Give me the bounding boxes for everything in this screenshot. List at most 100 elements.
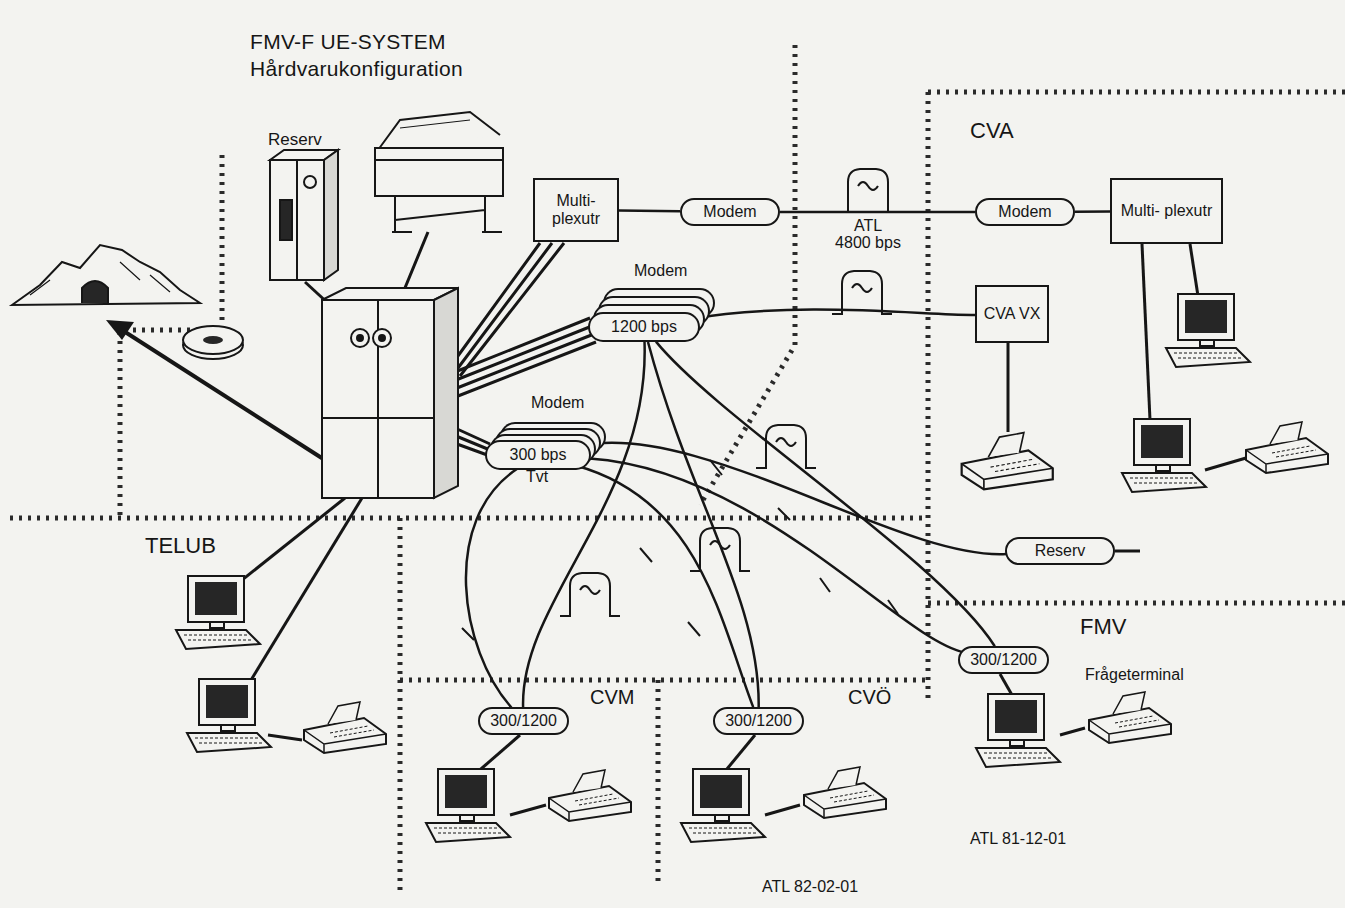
main-computer: [373, 329, 391, 347]
region-label: ATL 81-12-01: [970, 830, 1066, 848]
modem-stack: Modem 1200 bps: [588, 262, 700, 342]
region-label: FMV: [1080, 614, 1126, 639]
region-boundary: [926, 92, 931, 700]
modem-oval: 300/1200: [958, 646, 1049, 674]
modem-oval: Reserv: [1005, 537, 1115, 565]
terminal: [976, 694, 1060, 767]
telephone-line: [619, 209, 680, 212]
wires: [232, 498, 345, 588]
teleprinter: [804, 767, 886, 818]
terminal: [1166, 294, 1250, 367]
region-label: Tvt: [526, 468, 548, 486]
reserve-computer: [280, 200, 292, 240]
transfer-arrow: [106, 320, 134, 340]
teleprinter: [304, 702, 386, 753]
wires: [1205, 458, 1246, 470]
mountain-archive: [30, 262, 170, 295]
node-heading: Modem: [634, 262, 700, 280]
node-text: Multi- plexutr: [1121, 202, 1213, 220]
wires: [455, 243, 564, 376]
line-printer: [378, 112, 500, 150]
node-text: CVA VX: [984, 305, 1041, 323]
node-text: 300/1200: [490, 712, 557, 730]
node-heading: Modem: [531, 394, 591, 412]
wires: [1115, 550, 1140, 553]
transfer-arrow: [183, 326, 243, 354]
wires: [232, 232, 1246, 815]
teleprinter: [962, 433, 1053, 490]
teleprinter: [1246, 422, 1328, 473]
line-ticks: [462, 460, 898, 640]
terminal: [176, 576, 260, 649]
region-label: CVA: [970, 118, 1014, 143]
device-box: Multi- plexutr: [533, 178, 619, 242]
reserve-computer: [270, 160, 324, 280]
telephone-line: [780, 211, 975, 214]
wires: [1007, 343, 1010, 432]
telephone-line: [656, 342, 995, 647]
wires: [1000, 674, 1012, 695]
main-computer: [357, 335, 363, 341]
modem-oval: 300 bps: [485, 440, 591, 470]
device-box: CVA VX: [975, 285, 1049, 343]
region-label: Reserv: [268, 130, 322, 150]
wires: [1142, 244, 1150, 420]
reserve-computer: [296, 160, 298, 280]
region-label: ATL 82-02-01: [762, 878, 858, 896]
node-text: Modem: [998, 203, 1051, 221]
node-text: Multi- plexutr: [541, 192, 611, 228]
terminal: [681, 769, 765, 842]
terminal: [176, 294, 1250, 842]
region-boundary: [700, 45, 795, 505]
terminal: [426, 769, 510, 842]
region-label: CVM: [590, 686, 634, 709]
region-boundary: [656, 680, 661, 885]
teleprinter: [549, 770, 631, 821]
main-computer: [322, 300, 434, 498]
telephone-line: [648, 342, 759, 707]
transfer-arrow: [106, 320, 328, 462]
telephone-line: [523, 342, 645, 707]
main-computer: [434, 288, 458, 498]
line-symbol: [832, 271, 892, 314]
node-text: 1200 bps: [611, 318, 677, 336]
modem-oval: 1200 bps: [588, 312, 700, 342]
reserve-computer: [270, 150, 338, 280]
main-computer: [379, 335, 385, 341]
node-text: Modem: [703, 203, 756, 221]
node-text: 300/1200: [725, 712, 792, 730]
line-ticks: [462, 460, 898, 640]
mountain-archive: [12, 245, 200, 305]
reserve-computer: [304, 176, 316, 188]
reserve-computer: [324, 150, 338, 280]
line-symbol: [756, 425, 816, 468]
transfer-arrow: [203, 336, 223, 344]
line-label: ATL 4800 bps: [833, 217, 903, 251]
diagram-title: FMV-F UE-SYSTEM Hårdvarukonfiguration: [250, 28, 560, 82]
region-label: TELUB: [145, 533, 216, 558]
line-printer: [375, 112, 503, 232]
line-printer: [400, 120, 470, 128]
main-computer: [322, 288, 458, 498]
line-printer: [375, 148, 503, 196]
modem-oval: Modem: [680, 198, 780, 226]
wires: [268, 735, 302, 740]
telephone-line: [590, 458, 965, 652]
device-box: Multi- plexutr: [1110, 178, 1223, 244]
line-symbol: [560, 573, 620, 616]
line-symbol: [690, 528, 750, 571]
modem-oval: 300/1200: [713, 707, 804, 735]
region-boundary: [928, 601, 1345, 606]
node-text: 300 bps: [510, 446, 567, 464]
region-boundary: [398, 518, 403, 892]
modem-oval: 300/1200: [478, 707, 569, 735]
telephone-line: [466, 469, 517, 708]
region-boundary: [10, 45, 1345, 892]
node-text: Reserv: [1035, 542, 1086, 560]
telephone-line: [691, 310, 975, 319]
node-text: 300/1200: [970, 651, 1037, 669]
region-boundary: [928, 90, 1345, 95]
